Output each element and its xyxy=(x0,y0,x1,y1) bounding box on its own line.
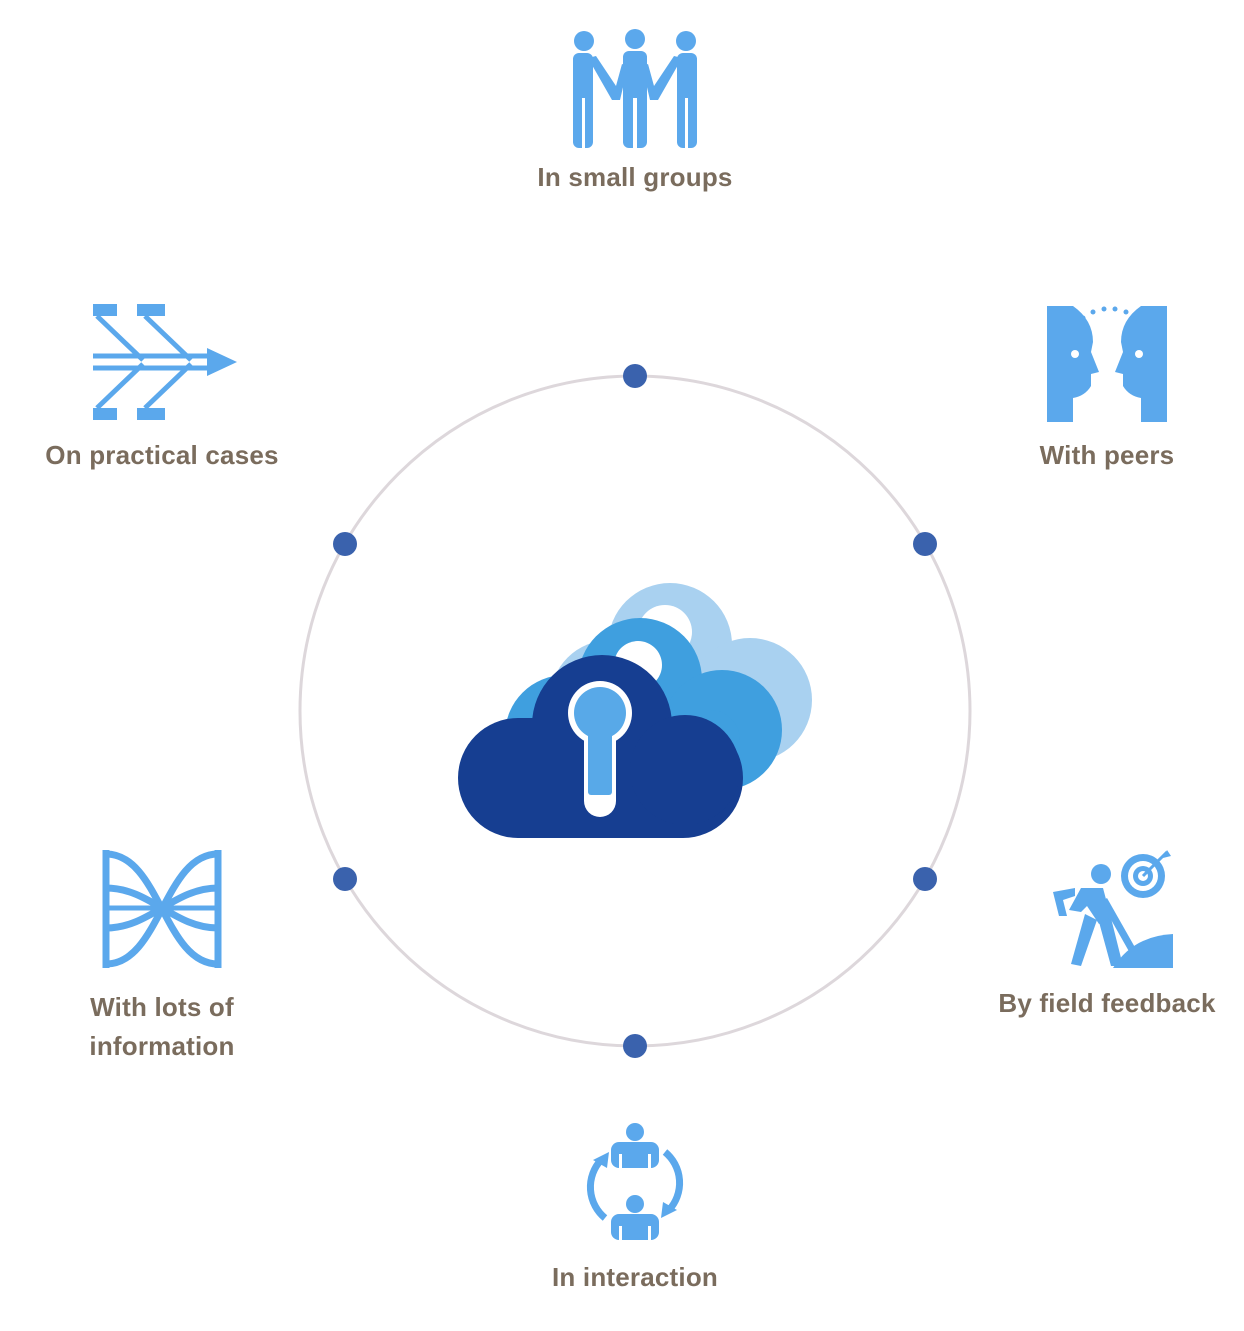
node-practical-cases: On practical cases xyxy=(22,302,302,475)
label-line-2: information xyxy=(89,1031,235,1061)
node-label: In small groups xyxy=(537,158,732,197)
two-faces-icon xyxy=(1047,306,1167,422)
label-line: On practical cases xyxy=(45,440,279,470)
label-line-1: With lots of xyxy=(90,992,234,1022)
cloud-keyhole-logo xyxy=(458,583,812,838)
node-field-feedback: By field feedback xyxy=(987,848,1227,1023)
keyhole xyxy=(568,681,632,817)
converging-arrows-icon xyxy=(93,304,237,420)
node-label: With peers xyxy=(1040,436,1175,475)
label-line: With peers xyxy=(1039,440,1175,470)
node-small-groups: In small groups xyxy=(485,28,785,197)
label-line: In interaction xyxy=(551,1262,719,1292)
group-holding-hands-icon xyxy=(573,29,697,150)
node-information: With lots of information xyxy=(32,848,292,1066)
ring-dot-upper-left xyxy=(333,532,357,556)
label-line: In small groups xyxy=(537,162,733,192)
people-cycle-icon xyxy=(586,1123,684,1240)
node-label: In interaction xyxy=(552,1258,718,1297)
ring-dot-lower-left xyxy=(333,867,357,891)
node-label: With lots of information xyxy=(89,988,234,1066)
ring-dot-upper-right xyxy=(913,532,937,556)
crossing-streams-icon xyxy=(102,850,222,968)
node-label: By field feedback xyxy=(998,984,1215,1023)
node-interaction: In interaction xyxy=(485,1122,785,1297)
node-label: On practical cases xyxy=(45,436,278,475)
ring-dot-lower-right xyxy=(913,867,937,891)
worker-shovel-target-icon xyxy=(1053,850,1173,968)
label-line: By field feedback xyxy=(998,988,1216,1018)
ring-dot-top xyxy=(623,364,647,388)
ring-dot-bottom xyxy=(623,1034,647,1058)
node-peers: With peers xyxy=(977,302,1237,475)
